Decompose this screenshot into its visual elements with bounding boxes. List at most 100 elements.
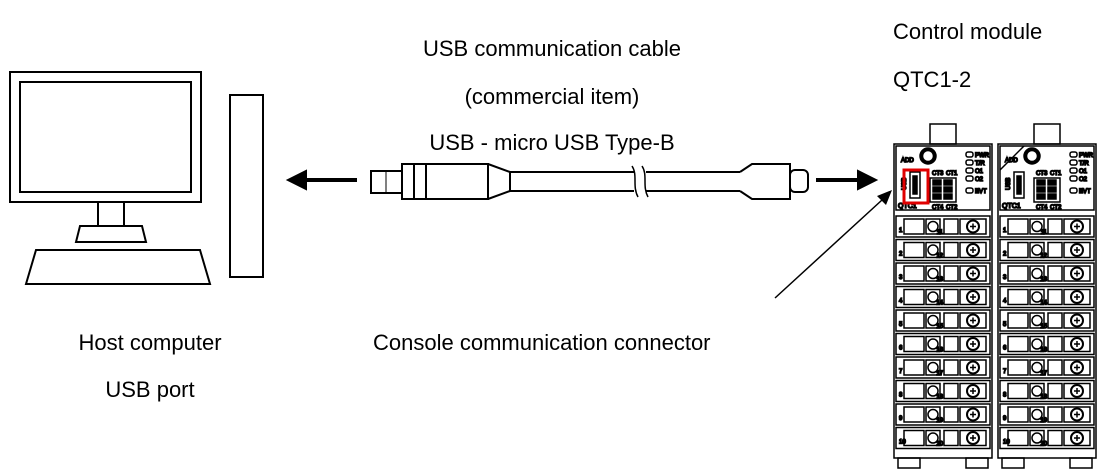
terminal-screw-box [959,312,987,329]
micro-usb-plug [789,169,809,193]
terminal-window [943,265,959,282]
terminal-screw-slot [1074,341,1080,347]
terminal-window [1047,241,1063,259]
terminal-window [903,241,925,259]
terminal-window [1007,382,1029,400]
terminal-number-right: 17 [936,371,943,377]
module-corner-stripe [999,145,1025,171]
terminal-screw-box [1063,359,1091,376]
terminal-screw-box [925,265,941,282]
led-label: T/R [1079,161,1089,167]
terminal-row [895,285,991,309]
terminal-number-left: 6 [899,346,903,352]
terminal-number-left: 1 [1003,228,1007,234]
ct-label: CT3 [1036,171,1048,177]
terminal-window [943,382,959,400]
led-label: O2 [975,177,984,183]
pc-tower [229,94,264,278]
connector-pointer-line [774,199,883,299]
terminal-window [1047,288,1063,306]
usb-port-slot [1016,175,1022,195]
terminal-row [999,403,1095,426]
terminal-window [1007,406,1029,423]
terminal-screw-box [925,429,941,447]
usb-highlight-box [902,168,930,205]
host-label-line1: Host computer [78,330,222,355]
terminal-screw-icon [966,290,980,304]
terminal-number-left: 3 [1003,275,1007,281]
terminal-number-left: 4 [1003,299,1007,305]
terminal-number-left: 3 [899,275,903,281]
terminal-number-right: 13 [1040,277,1047,283]
terminal-window [1047,218,1063,235]
terminal-screw-box [1063,429,1091,447]
module-foot [965,457,989,469]
terminal-window [943,429,959,447]
module-foot [1001,457,1025,469]
terminal-screw-slot [1074,223,1080,230]
terminal-screw-icon [1070,360,1084,375]
module-face-panel [999,145,1095,211]
terminal-row [999,285,1095,309]
terminal-screw-box [925,241,941,259]
address-dial-center [1027,151,1037,161]
terminal-screw-box [959,382,987,400]
terminal-screw-icon [966,384,980,398]
ct-terminal-pin [1047,193,1057,200]
terminal-screw-box [1029,382,1045,400]
terminal-screw-box [925,218,941,235]
terminal-screw-slot [970,317,976,324]
terminal-number-right: 14 [936,301,943,307]
terminal-number-right: 12 [1040,254,1047,260]
usb-a-taper [487,163,511,200]
right-arrow-icon [857,169,879,191]
ct-terminal-pin [932,186,942,193]
led-indicator [965,175,974,182]
terminal-number-left: 9 [1003,416,1007,422]
terminal-screw-icon [1031,314,1043,327]
terminal-screw-box [959,335,987,353]
led-label: O1 [975,169,984,175]
terminal-window [943,406,959,423]
module-label-line2: QTC1-2 [893,67,972,92]
terminal-number-right: 19 [1040,418,1047,424]
terminal-screw-icon [1070,431,1084,445]
terminal-screw-icon [927,244,939,256]
terminal-screw-slot [970,341,976,347]
terminal-screw-slot [1074,317,1080,324]
terminal-screw-icon [966,243,980,257]
terminal-row [999,238,1095,262]
terminal-screw-slot [970,435,976,441]
cable-label-line1: USB communication cable [422,36,681,61]
module-body [997,143,1097,459]
terminal-screw-icon [966,407,980,422]
terminal-number-right: 19 [936,418,943,424]
ct-terminal-block [929,177,957,203]
terminal-number-left: 10 [1003,440,1010,446]
terminal-screw-box [959,265,987,282]
terminal-screw-icon [1031,267,1043,280]
terminal-row [999,215,1095,238]
terminal-number-right: 20 [936,442,943,448]
terminal-screw-box [959,288,987,306]
terminal-screw-box [1029,218,1045,235]
event-label: EVT [975,189,987,195]
module-face-panel [895,145,991,211]
terminal-row [895,356,991,379]
terminal-screw-slot [970,270,976,277]
ct-terminal-pin [932,193,942,200]
terminal-number-right: 16 [936,348,943,354]
terminal-number-right: 11 [1041,230,1048,236]
usb-port [1013,171,1025,199]
ct-label: CT1 [1050,171,1062,177]
terminal-screw-box [1029,359,1045,376]
terminal-screw-slot [970,247,976,253]
terminal-screw-box [1029,312,1045,329]
terminal-row [999,356,1095,379]
terminal-window [1047,312,1063,329]
terminal-screw-icon [1070,337,1084,351]
ct-label: CT3 [932,171,944,177]
keyboard [24,249,212,285]
terminal-window [943,335,959,353]
